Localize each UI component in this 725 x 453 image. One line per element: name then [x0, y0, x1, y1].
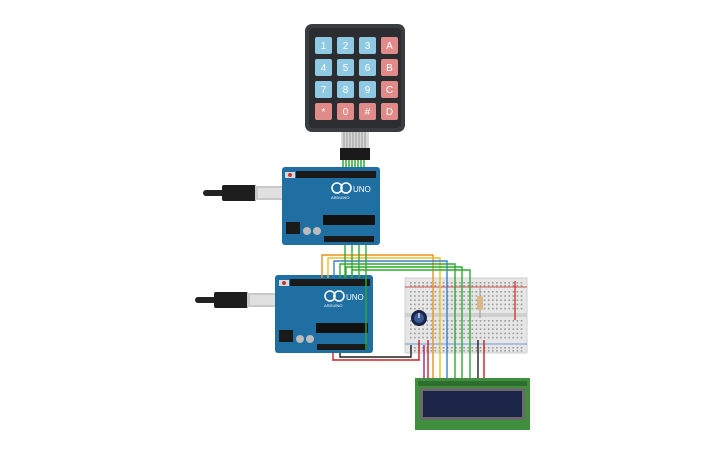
keypad-key-label: 2	[343, 41, 349, 52]
keypad-key-label: 1	[321, 41, 327, 52]
keypad-key[interactable]	[381, 59, 398, 76]
lcd-screen	[423, 391, 522, 417]
wire-blue	[333, 260, 448, 378]
arduino-logo-text: ARDUINO	[331, 195, 349, 200]
keypad-key-label: B	[386, 63, 393, 74]
wire-yellow	[327, 257, 441, 378]
keypad-keys: 1 2 3 A 4 5 6 B 7 8 9 C * 0 # D	[315, 37, 398, 120]
keypad-key[interactable]	[337, 103, 354, 120]
keypad-key[interactable]	[337, 81, 354, 98]
keypad-key-label: C	[386, 85, 393, 96]
power-jack	[286, 222, 300, 234]
wires	[321, 245, 485, 378]
keypad-key-label: 5	[343, 63, 349, 74]
usb-cable-top[interactable]	[203, 185, 295, 201]
resistor[interactable]	[477, 288, 483, 318]
keypad-key[interactable]	[337, 59, 354, 76]
digital-header	[296, 171, 376, 178]
wire-black	[339, 345, 412, 358]
digital-header	[290, 279, 370, 286]
keypad-key[interactable]	[315, 103, 332, 120]
wire-green	[345, 266, 463, 378]
wire-red	[332, 340, 420, 361]
lcd-16x2[interactable]	[415, 378, 530, 430]
keypad-key-label: 0	[343, 107, 349, 118]
keypad-key-label: 6	[365, 63, 371, 74]
keypad-key-label: 8	[343, 85, 349, 96]
keypad-key[interactable]	[315, 59, 332, 76]
keypad-key-label: A	[386, 41, 393, 52]
potentiometer[interactable]	[411, 310, 427, 326]
keypad-key-label: 7	[321, 85, 327, 96]
keypad-key-label: *	[322, 107, 326, 118]
arduino-logo-icon	[331, 182, 343, 194]
power-jack	[279, 330, 293, 342]
keypad-key-label: 9	[365, 85, 371, 96]
keypad-key[interactable]	[337, 37, 354, 54]
keypad-key[interactable]	[381, 81, 398, 98]
keypad-key[interactable]	[359, 81, 376, 98]
keypad-key[interactable]	[359, 37, 376, 54]
wire-orange	[321, 254, 434, 378]
analog-header	[317, 344, 367, 350]
keypad-key-label: #	[365, 107, 371, 118]
arduino-uno-bottom[interactable]: ARDUINO UNO	[275, 275, 373, 353]
keypad-key[interactable]	[359, 59, 376, 76]
keypad-4x4[interactable]: 1 2 3 A 4 5 6 B 7 8 9 C * 0 # D	[305, 24, 405, 160]
usb-cable-bottom[interactable]	[195, 292, 287, 308]
keypad-ribbon	[340, 132, 370, 160]
atmega-chip	[323, 215, 375, 225]
keypad-key[interactable]	[359, 103, 376, 120]
keypad-key[interactable]	[381, 103, 398, 120]
arduino-uno-top[interactable]: ARDUINO UNO	[282, 167, 380, 245]
keypad-key[interactable]	[381, 37, 398, 54]
keypad-key-label: D	[386, 107, 393, 118]
keypad-key-label: 4	[321, 63, 327, 74]
arduino-logo-text: ARDUINO	[324, 303, 342, 308]
keypad-key[interactable]	[315, 81, 332, 98]
atmega-chip	[316, 323, 368, 333]
arduino-logo-icon	[324, 290, 336, 302]
keypad-key[interactable]	[315, 37, 332, 54]
keypad-key-label: 3	[365, 41, 371, 52]
board-model-label: UNO	[353, 185, 371, 194]
board-model-label: UNO	[346, 293, 364, 302]
wire-green	[339, 263, 456, 378]
analog-header	[324, 236, 374, 242]
